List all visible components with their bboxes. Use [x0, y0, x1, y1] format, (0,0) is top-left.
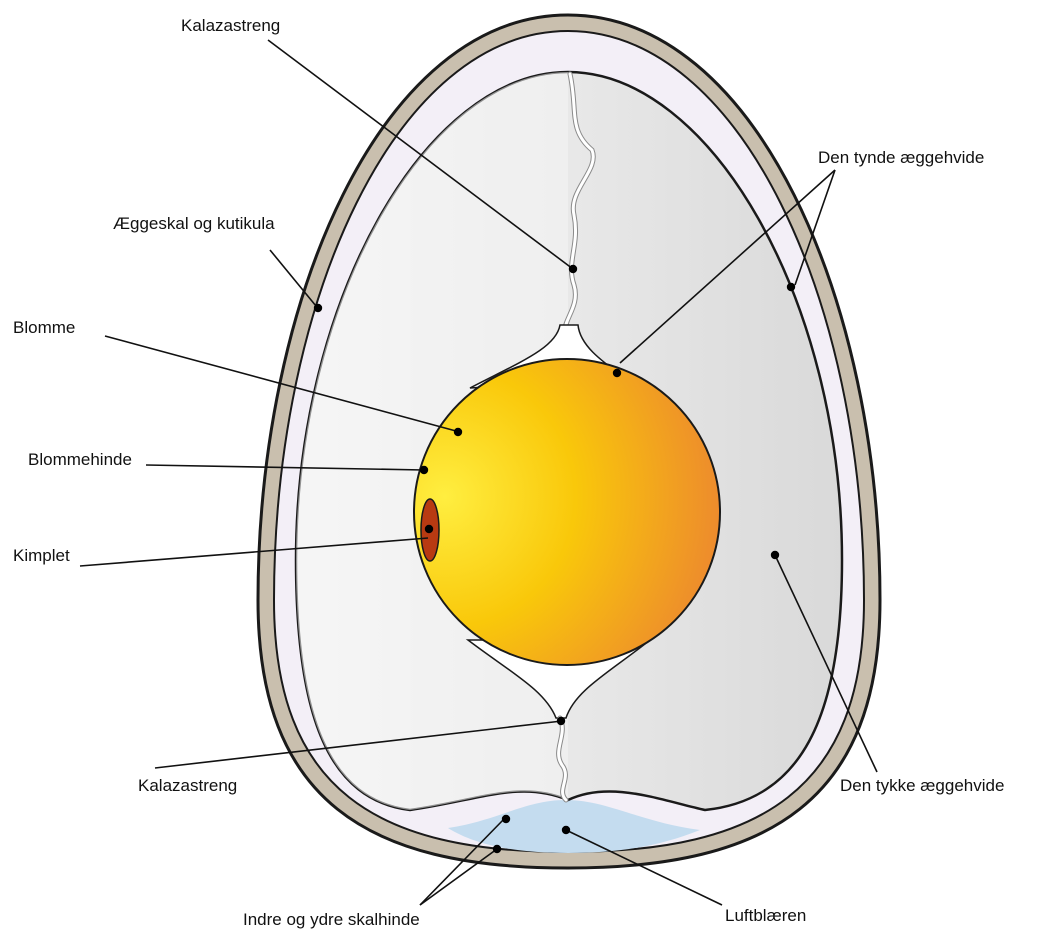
dot-thick-albumen [771, 551, 779, 559]
dot-vitelline [420, 466, 428, 474]
label-shell-cuticle: Æggeskal og kutikula [113, 214, 275, 234]
yolk [414, 359, 720, 665]
dot-membrane-outer [493, 845, 501, 853]
dot-chalaza-top [569, 265, 577, 273]
dot-germinal [425, 525, 433, 533]
label-thick-albumen: Den tykke æggehvide [840, 776, 1004, 796]
label-germinal-disc: Kimplet [13, 546, 70, 566]
dot-yolk [454, 428, 462, 436]
label-air-cell: Luftblæren [725, 906, 806, 926]
dot-thin-albumen-1 [613, 369, 621, 377]
label-shell-membranes: Indre og ydre skalhinde [243, 910, 420, 930]
label-chalaza-top: Kalazastreng [181, 16, 280, 36]
dot-air-cell [562, 826, 570, 834]
label-chalaza-bottom: Kalazastreng [138, 776, 237, 796]
dot-membrane-inner [502, 815, 510, 823]
dot-thin-albumen-2 [787, 283, 795, 291]
label-thin-albumen: Den tynde æggehvide [818, 148, 984, 168]
label-yolk: Blomme [13, 318, 75, 338]
label-vitelline-membrane: Blommehinde [28, 450, 132, 470]
dot-shell [314, 304, 322, 312]
dot-chalaza-bottom [557, 717, 565, 725]
